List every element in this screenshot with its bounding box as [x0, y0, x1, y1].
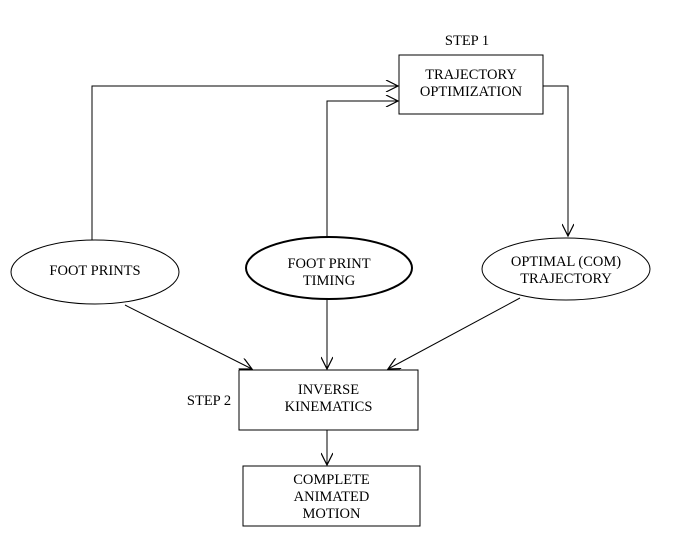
inverse-kinematics-line-2: KINEMATICS	[284, 399, 373, 415]
optimal-com-trajectory-line-2: TRAJECTORY	[520, 271, 612, 287]
trajectory-optimization-label: TRAJECTORY OPTIMIZATION	[399, 67, 543, 101]
optimal-com-trajectory-ellipse	[481, 237, 651, 301]
trajectory-optimization-line-1: TRAJECTORY	[425, 67, 517, 83]
foot-prints-ellipse	[10, 239, 180, 305]
complete-animated-motion-line-1: COMPLETE	[293, 472, 370, 488]
complete-animated-motion-line-3: MOTION	[302, 506, 361, 522]
step1-label-text: STEP 1	[444, 33, 490, 49]
foot-print-timing-ellipse	[245, 236, 413, 300]
foot-prints-label: FOOT PRINTS	[11, 263, 179, 280]
foot-print-timing-line-1: FOOT PRINT	[287, 256, 371, 272]
trajectory-optimization-line-2: OPTIMIZATION	[419, 84, 523, 100]
step2-label: STEP 2	[170, 393, 248, 410]
foot-print-timing-label: FOOT PRINT TIMING	[246, 256, 412, 290]
foot-prints-line-1: FOOT PRINTS	[49, 263, 141, 279]
foot-print-timing-line-2: TIMING	[302, 273, 356, 289]
arrow-footprints-to-ik	[124, 304, 252, 369]
step1-label: STEP 1	[425, 33, 509, 50]
step2-label-text: STEP 2	[186, 393, 232, 409]
arrow-optimization-to-optimal-trajectory	[543, 85, 568, 236]
arrow-timing-to-optimization	[326, 101, 398, 237]
inverse-kinematics-line-1: INVERSE	[297, 382, 360, 398]
inverse-kinematics-label: INVERSE KINEMATICS	[239, 382, 418, 416]
complete-animated-motion-label: COMPLETE ANIMATED MOTION	[243, 472, 420, 523]
optimal-com-trajectory-label: OPTIMAL (COM) TRAJECTORY	[482, 254, 650, 288]
arrow-optimal-to-ik	[388, 297, 521, 369]
optimal-com-trajectory-line-1: OPTIMAL (COM)	[510, 254, 622, 270]
arrow-footprints-to-optimization	[91, 86, 398, 240]
complete-animated-motion-line-2: ANIMATED	[293, 489, 370, 505]
